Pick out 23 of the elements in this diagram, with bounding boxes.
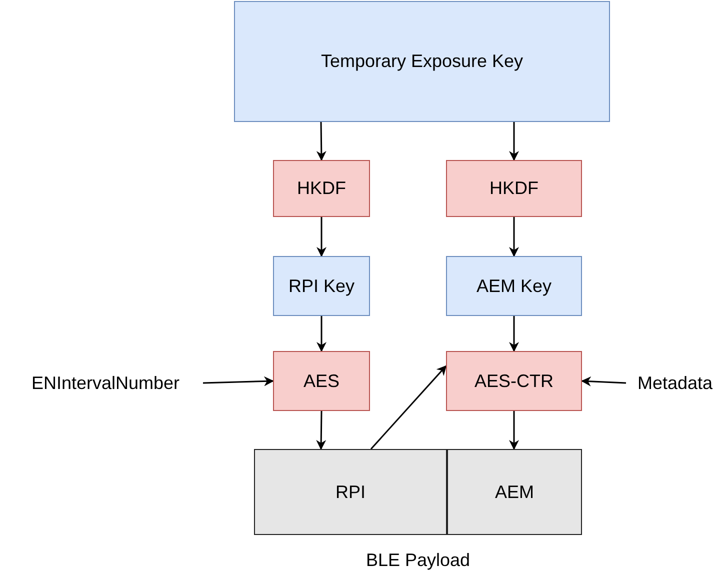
payload-field-box: RPI — [254, 449, 447, 535]
arrow — [509, 411, 519, 450]
arrow — [316, 122, 326, 161]
arrow — [509, 217, 519, 257]
function-box: HKDF — [446, 160, 582, 217]
key-box: AEM Key — [446, 256, 582, 316]
payload-field-box: AEM — [447, 449, 582, 535]
arrow — [509, 316, 519, 352]
arrow — [316, 316, 326, 352]
arrow — [509, 122, 519, 161]
key-box: RPI Key — [273, 256, 370, 316]
input-label: Metadata — [637, 372, 713, 394]
arrow — [370, 365, 447, 450]
arrow — [202, 376, 274, 386]
key-box: Temporary Exposure Key — [234, 1, 610, 122]
function-box: AES-CTR — [446, 351, 582, 411]
input-label: ENIntervalNumber — [31, 372, 180, 394]
function-box: AES — [273, 351, 370, 411]
group-label: BLE Payload — [366, 548, 470, 571]
arrow — [581, 376, 626, 386]
function-box: HKDF — [273, 160, 370, 217]
arrow — [316, 217, 326, 257]
arrow — [316, 410, 326, 450]
